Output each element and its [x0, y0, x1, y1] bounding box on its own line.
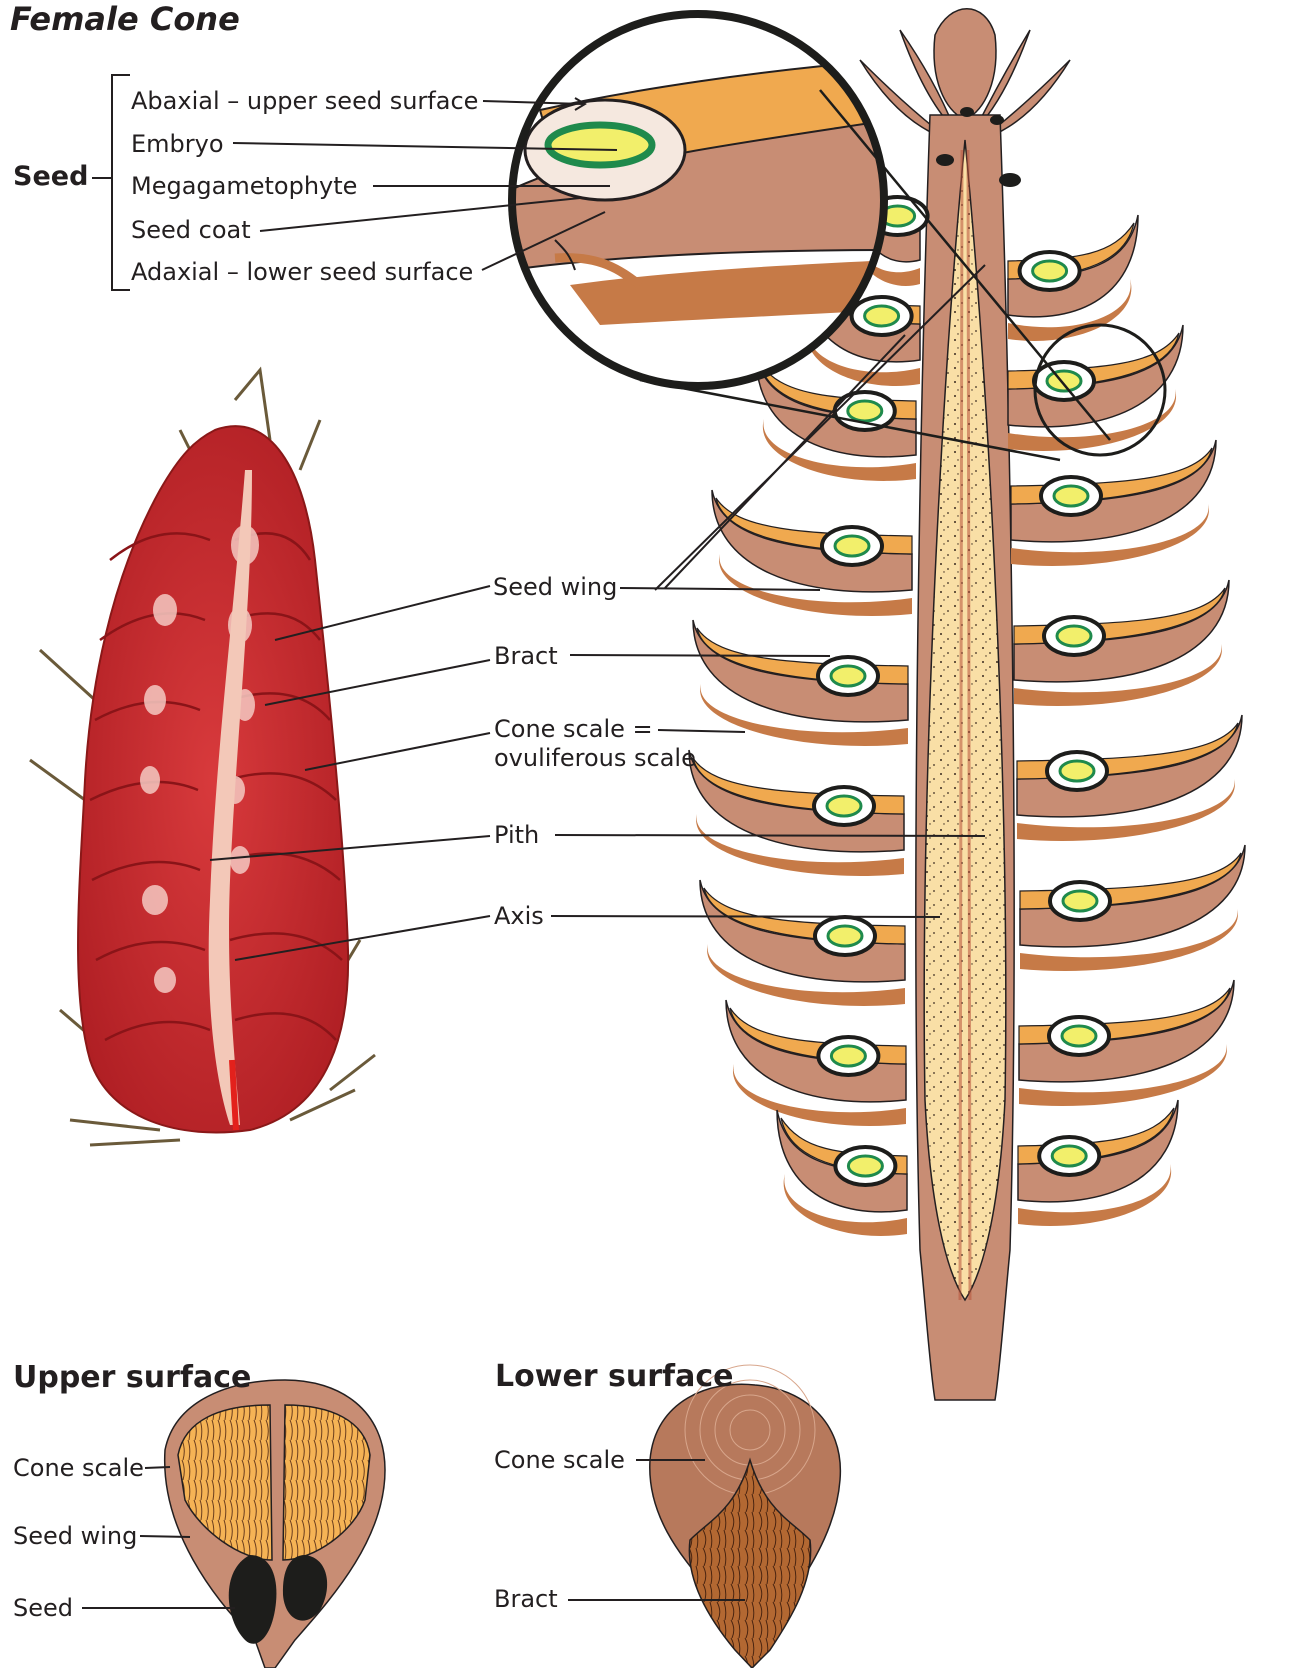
label-cone-scale-line1: Cone scale = [494, 715, 653, 743]
label-seed-coat: Seed coat [131, 216, 251, 244]
lower-surface-scale [650, 1365, 841, 1668]
lower-label-bract: Bract [494, 1585, 558, 1613]
left-cone-scale-5 [689, 750, 904, 876]
left-cone-scale-7 [726, 1000, 906, 1126]
page-title: Female Cone [10, 0, 240, 38]
left-cone-scale-3 [712, 490, 912, 616]
upper-surface-title: Upper surface [13, 1360, 251, 1395]
label-adaxial: Adaxial – lower seed surface [131, 258, 473, 286]
label-seed-wing: Seed wing [493, 573, 617, 601]
label-embryo: Embryo [131, 130, 224, 158]
left-cone-scale-8 [777, 1110, 907, 1236]
upper-label-seed-wing: Seed wing [13, 1522, 137, 1550]
cone-section-photo [30, 370, 375, 1145]
label-cone-scale-line2: ovuliferous scale [494, 744, 696, 772]
upper-label-cone-scale: Cone scale [13, 1454, 144, 1482]
right-cone-scale-4 [1017, 715, 1242, 841]
label-axis: Axis [494, 902, 544, 930]
left-cone-scale-6 [700, 880, 905, 1006]
right-cone-scale-6 [1019, 980, 1234, 1106]
label-megagametophyte: Megagametophyte [131, 172, 357, 200]
right-cone-scale-7 [1018, 1100, 1178, 1226]
seed-group-label: Seed [13, 163, 88, 191]
label-bract: Bract [494, 642, 558, 670]
right-cone-scale-2 [1011, 440, 1216, 566]
upper-label-seed: Seed [13, 1594, 73, 1622]
label-abaxial: Abaxial – upper seed surface [131, 87, 478, 115]
label-pith: Pith [494, 821, 539, 849]
upper-surface-scale [165, 1380, 385, 1668]
lower-surface-title: Lower surface [495, 1359, 733, 1394]
left-cone-scale-4 [693, 620, 908, 746]
right-cone-scale-3 [1014, 580, 1229, 706]
lower-label-cone-scale: Cone scale [494, 1446, 625, 1474]
right-cone-scale-0 [1008, 215, 1138, 341]
right-cone-scale-5 [1020, 845, 1245, 971]
